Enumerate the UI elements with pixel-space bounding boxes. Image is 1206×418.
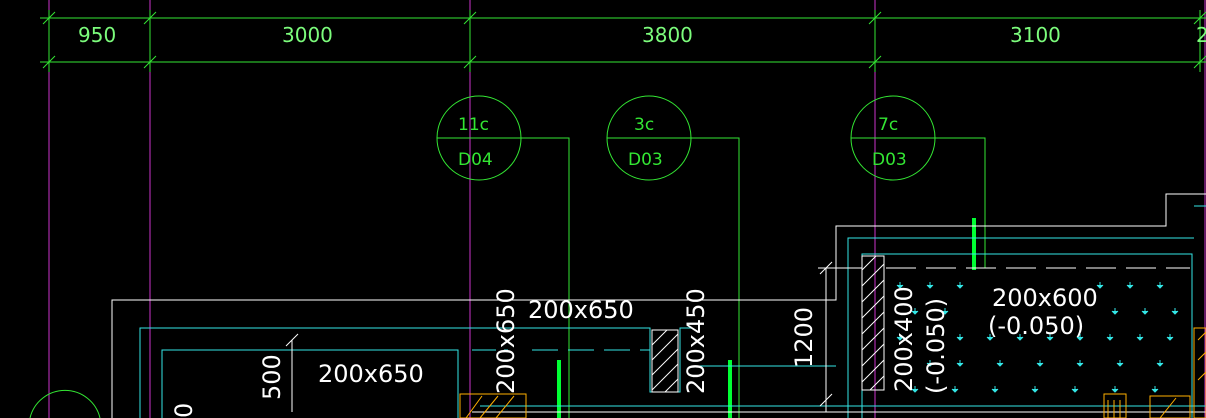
- beam-label-inner: 200x650: [318, 360, 424, 388]
- callout-sheet: D03: [628, 150, 663, 170]
- dim-text-3100: 3100: [1010, 23, 1061, 47]
- slab-pattern: [896, 282, 1179, 393]
- hatch-foundation: [459, 327, 1206, 418]
- beam-label-main: 200x650: [528, 296, 634, 324]
- vertical-dim-1200: [818, 261, 862, 412]
- detail-callout-3c[interactable]: 3c D03: [606, 95, 692, 181]
- callout-sheet: D04: [458, 150, 493, 170]
- callout-leaders: [521, 137, 986, 418]
- section-cut-markers: [557, 218, 976, 418]
- vertical-dim-500: [285, 333, 299, 412]
- callout-number: 7c: [878, 115, 898, 135]
- grid-bubble-partial: [29, 389, 101, 418]
- detail-callout-11c[interactable]: 11c D04: [436, 95, 522, 181]
- beam-label-vertical-3: 200x400: [890, 286, 918, 392]
- callout-number: 3c: [634, 115, 654, 135]
- dim-partial-text: 0: [170, 403, 198, 418]
- beam-label-vertical-3-level: (-0.050): [922, 298, 950, 394]
- dim-text-3000: 3000: [282, 23, 333, 47]
- hatch-column-1: [651, 329, 679, 393]
- hatch-column-2: [861, 255, 885, 391]
- slab-label: 200x600: [992, 284, 1098, 312]
- beam-label-vertical-2: 200x450: [682, 288, 710, 394]
- detail-callout-7c[interactable]: 7c D03: [850, 95, 936, 181]
- grid-lines: [48, 0, 1206, 418]
- beam-label-vertical-1: 200x650: [492, 288, 520, 394]
- beam-outlines: [111, 193, 1206, 418]
- dim-1200-text: 1200: [790, 307, 818, 368]
- dim-500-text: 500: [258, 354, 286, 400]
- callout-sheet: D03: [872, 150, 907, 170]
- callout-number: 11c: [458, 115, 489, 135]
- top-dimension-chain: [40, 10, 1206, 72]
- dim-text-partial: 2: [1196, 23, 1206, 47]
- dim-text-3800: 3800: [642, 23, 693, 47]
- slab-label-level: (-0.050): [988, 312, 1084, 340]
- dim-text-950: 950: [78, 23, 116, 47]
